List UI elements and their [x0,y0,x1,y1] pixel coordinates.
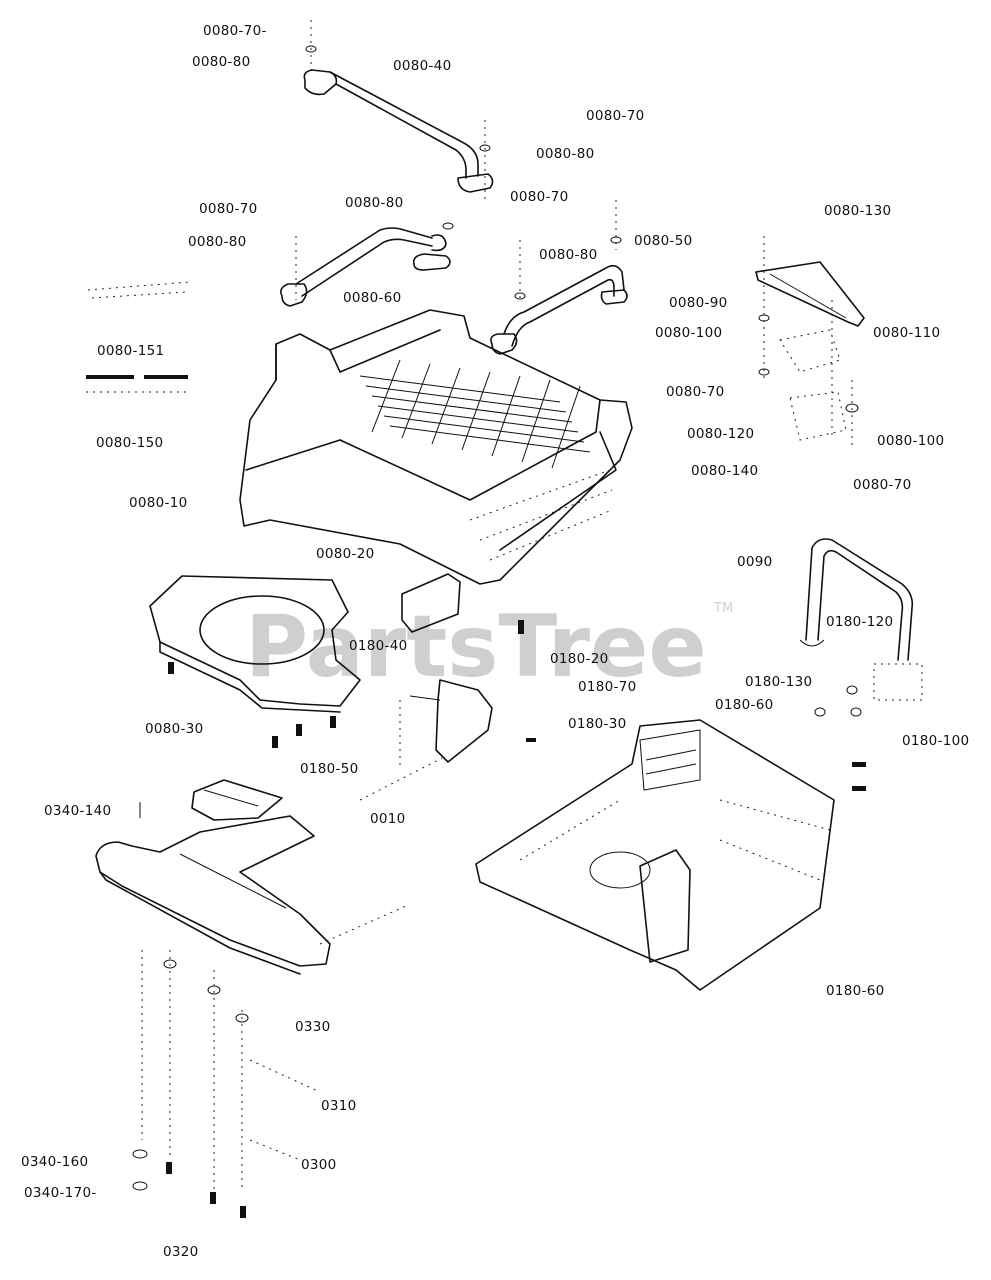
label-0180-60: 0180-60 [715,697,774,713]
floor-plate [755,236,865,450]
label-0180-70: 0180-70 [578,679,637,695]
mount-bracket [359,573,536,801]
label-0090: 0090 [737,554,773,570]
label-0080-20: 0080-20 [316,546,375,562]
label-0180-60: 0180-60 [826,983,885,999]
label-0340-160: 0340-160 [21,1154,88,1170]
label-0340-140: 0340-140 [44,803,111,819]
upper-hand-rail [303,20,494,200]
label-0080-100: 0080-100 [877,433,944,449]
label-0080-80: 0080-80 [188,234,247,250]
label-0340-170: 0340-170- [24,1185,97,1201]
label-0180-20: 0180-20 [550,651,609,667]
label-0080-150: 0080-150 [96,435,163,451]
label-0080-130: 0080-130 [824,203,891,219]
engine-plate [149,575,361,748]
label-0320: 0320 [163,1244,199,1260]
label-0080-60: 0080-60 [343,290,402,306]
label-0180-30: 0180-30 [568,716,627,732]
label-0080-80: 0080-80 [192,54,251,70]
label-0180-130: 0180-130 [745,674,812,690]
label-0080-70: 0080-70 [853,477,912,493]
main-frame [239,309,633,585]
label-0080-80: 0080-80 [345,195,404,211]
label-0080-110: 0080-110 [873,325,940,341]
label-0080-70: 0080-70 [586,108,645,124]
label-0080-50: 0080-50 [634,233,693,249]
label-0180-100: 0180-100 [902,733,969,749]
label-0080-80: 0080-80 [536,146,595,162]
label-0080-40: 0080-40 [393,58,452,74]
label-0310: 0310 [321,1098,357,1114]
front-axle-frame [95,779,407,975]
decal [86,281,191,393]
right-hand-rail [490,200,628,355]
trademark-mark: TM [713,601,733,616]
label-0080-140: 0080-140 [691,463,758,479]
partstree-watermark: PartsTree [245,597,707,697]
label-0080-10: 0080-10 [129,495,188,511]
label-0080-70: 0080-70 [199,201,258,217]
label-0330: 0330 [295,1019,331,1035]
label-0080-120: 0080-120 [687,426,754,442]
part-labels: 0080-70- 0080-80 0080-40 0080-70 0080-80… [21,23,969,1260]
label-0080-151: 0080-151 [97,343,164,359]
left-hand-rail [280,222,454,307]
label-0080-70: 0080-70 [666,384,725,400]
label-0300: 0300 [301,1157,337,1173]
label-0080-70: 0080-70- [203,23,267,39]
label-0080-30: 0080-30 [145,721,204,737]
label-0010: 0010 [370,811,406,827]
label-0080-70: 0080-70 [510,189,569,205]
label-0080-100: 0080-100 [655,325,722,341]
label-0180-40: 0180-40 [349,638,408,654]
rear-grab-handle [799,538,923,791]
label-0080-80: 0080-80 [539,247,598,263]
bolt-stacks [132,950,321,1218]
label-0180-120: 0180-120 [826,614,893,630]
mower-deck [475,719,835,991]
label-0180-50: 0180-50 [300,761,359,777]
label-0080-90: 0080-90 [669,295,728,311]
